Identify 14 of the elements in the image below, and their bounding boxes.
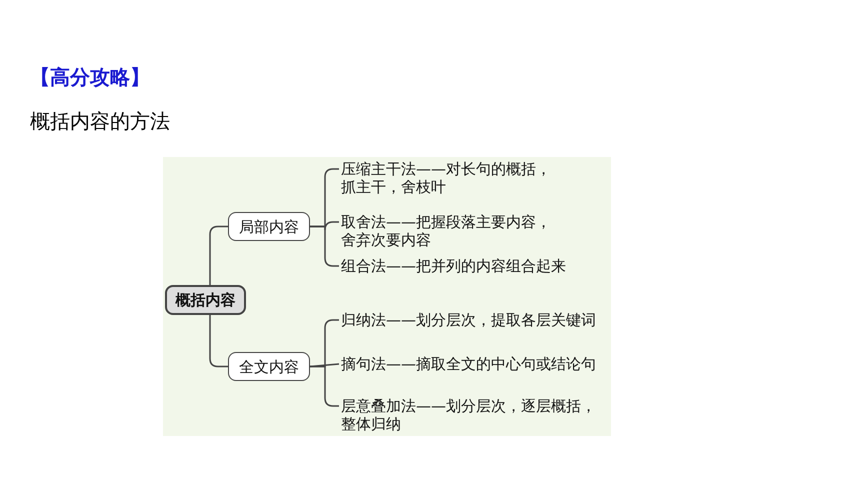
branch-text: 层意叠加法——划分层次，逐层概括，整体归纳	[341, 397, 603, 433]
connector-line	[209, 226, 228, 285]
subheading: 概括内容的方法	[30, 108, 170, 135]
branch-text: 组合法——把并列的内容组合起来	[341, 257, 611, 275]
root-topic-box: 概括内容	[165, 285, 246, 315]
connector-line	[209, 315, 228, 368]
branch-text: 摘句法——摘取全文的中心句或结论句	[341, 355, 611, 373]
topic-box: 局部内容	[228, 212, 310, 241]
branch-text: 归纳法——划分层次，提取各层关键词	[341, 311, 611, 329]
branch-text: 压缩主干法——对长句的概括，抓主干，舍枝叶	[341, 160, 556, 196]
heading: 【高分攻略】	[30, 64, 150, 91]
branch-text: 取舍法——把握段落主要内容，舍弃次要内容	[341, 213, 556, 249]
topic-box: 全文内容	[228, 352, 310, 381]
connector-line	[310, 363, 340, 368]
